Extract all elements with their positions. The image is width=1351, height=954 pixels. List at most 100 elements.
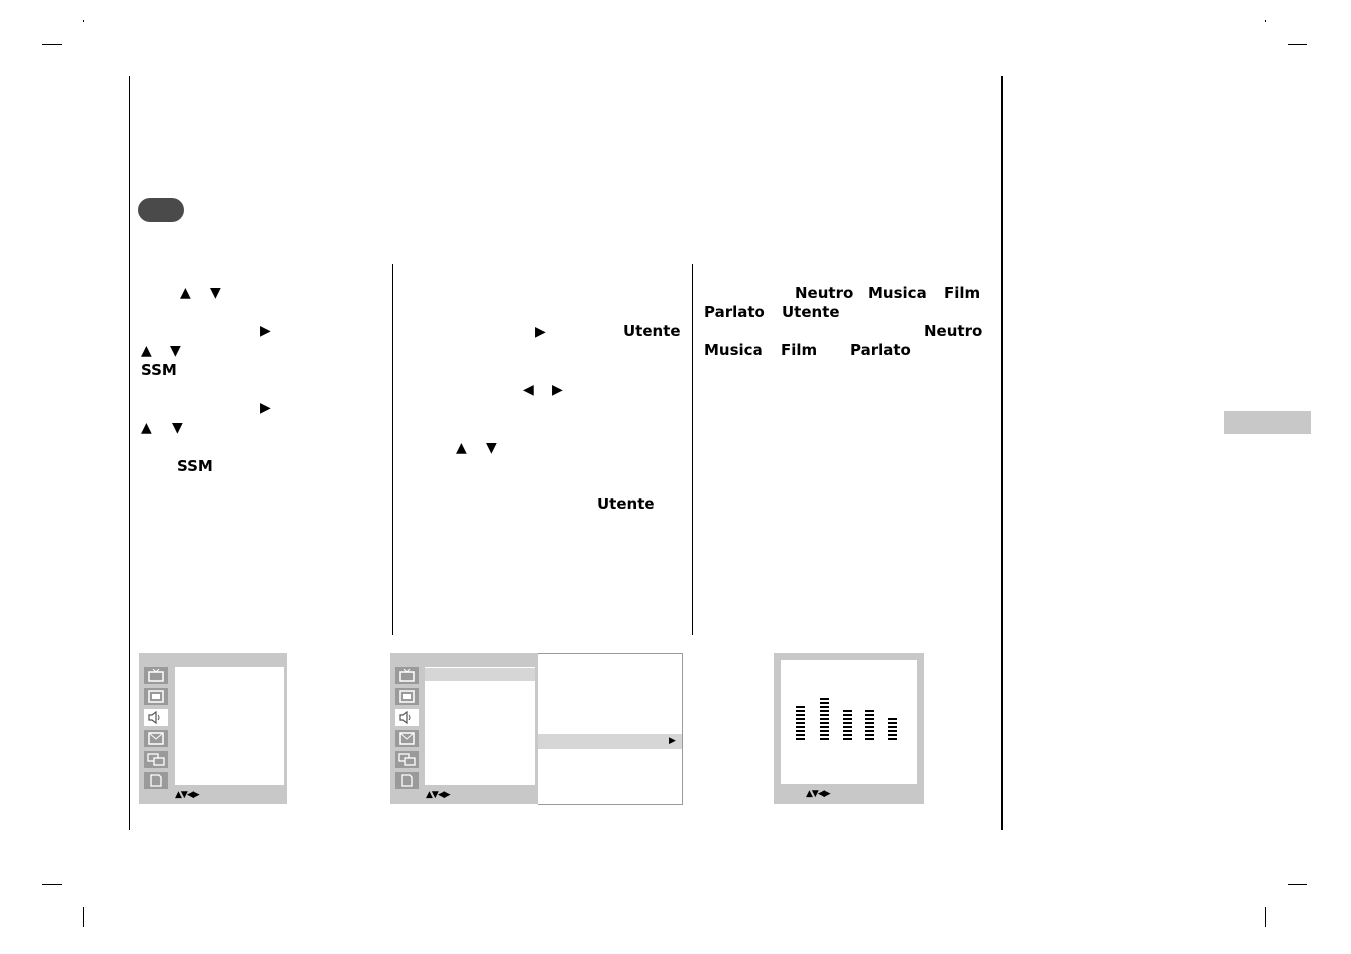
mode-parlato: Parlato	[704, 303, 765, 321]
mode-musica: Musica	[868, 284, 927, 302]
down-arrow-icon: ▼	[172, 420, 183, 436]
nav-hint: ▲▼◀▶	[806, 789, 831, 799]
osd-menu-1: ▲▼◀▶	[139, 653, 287, 804]
right-arrow-icon: ▶	[260, 400, 271, 416]
eq-band	[796, 678, 805, 740]
mode-neutro: Neutro	[924, 322, 983, 340]
picture-icon	[144, 688, 168, 705]
eq-bar	[888, 726, 897, 728]
down-arrow-icon: ▼	[170, 343, 181, 359]
up-arrow-icon: ▲	[141, 420, 152, 436]
mode-musica: Musica	[704, 341, 763, 359]
right-arrow-icon: ▶	[535, 324, 546, 340]
eq-bar	[888, 718, 897, 720]
mode-neutro: Neutro	[795, 284, 854, 302]
eq-bar	[820, 702, 829, 704]
right-arrow-icon: ▶	[552, 382, 563, 398]
mode-film: Film	[944, 284, 981, 302]
eq-bar	[820, 718, 829, 720]
eq-bar	[820, 714, 829, 716]
screen-icon	[144, 751, 168, 768]
osd-menu-panel	[175, 667, 284, 785]
up-arrow-icon: ▲	[456, 440, 467, 456]
eq-bar	[843, 726, 852, 728]
eq-bar	[865, 714, 874, 716]
eq-bar	[796, 718, 805, 720]
crop-dot	[1265, 20, 1266, 22]
down-arrow-icon: ▼	[210, 285, 221, 301]
time-icon	[144, 730, 168, 747]
column-divider	[692, 264, 693, 635]
eq-bar	[796, 722, 805, 724]
option-icon	[395, 772, 419, 789]
crop-mark	[42, 44, 62, 45]
submenu-arrow-icon: ▶	[669, 736, 676, 746]
osd-submenu: ▶	[538, 653, 683, 805]
eq-bar	[820, 710, 829, 712]
eq-bar	[865, 710, 874, 712]
eq-bar	[796, 730, 805, 732]
eq-bar	[796, 710, 805, 712]
eq-bar	[865, 738, 874, 740]
nav-hint: ▲▼◀▶	[175, 790, 200, 800]
eq-band	[888, 678, 897, 740]
left-arrow-icon: ◀	[523, 382, 534, 398]
sound-icon	[144, 709, 168, 726]
crop-mark	[1288, 884, 1307, 885]
eq-bar	[843, 722, 852, 724]
eq-bar	[820, 706, 829, 708]
crop-mark	[42, 884, 62, 885]
crop-mark	[1265, 907, 1266, 927]
utente-label: Utente	[597, 495, 655, 513]
eq-bar	[820, 698, 829, 700]
eq-bar	[865, 730, 874, 732]
picture-icon	[395, 688, 419, 705]
tv-icon	[395, 667, 419, 684]
eq-bar	[796, 706, 805, 708]
eq-bar	[796, 726, 805, 728]
ssm-label: SSM	[141, 361, 177, 379]
eq-bar	[820, 726, 829, 728]
ssm-label: SSM	[177, 457, 213, 475]
mode-film: Film	[781, 341, 818, 359]
sound-icon	[395, 709, 419, 726]
eq-bar	[888, 722, 897, 724]
page-left-rule	[129, 76, 130, 830]
section-badge	[138, 198, 184, 222]
submenu-highlight	[538, 734, 682, 749]
eq-bar	[820, 722, 829, 724]
crop-dot	[83, 20, 84, 22]
eq-bar	[820, 734, 829, 736]
option-icon	[144, 772, 168, 789]
eq-bar	[796, 734, 805, 736]
eq-bar	[820, 730, 829, 732]
osd-menu-panel	[425, 667, 535, 785]
eq-bar	[888, 730, 897, 732]
eq-bar	[865, 726, 874, 728]
equalizer-panel	[781, 660, 917, 784]
menu-highlight	[425, 668, 535, 681]
eq-bar	[888, 738, 897, 740]
language-tab	[1224, 411, 1311, 434]
eq-bar	[843, 730, 852, 732]
eq-bar	[865, 722, 874, 724]
eq-bar	[843, 710, 852, 712]
time-icon	[395, 730, 419, 747]
right-arrow-icon: ▶	[260, 323, 271, 339]
eq-bar	[865, 718, 874, 720]
eq-bar	[796, 714, 805, 716]
up-arrow-icon: ▲	[180, 285, 191, 301]
osd-equalizer: ▲▼◀▶	[774, 653, 924, 804]
utente-label: Utente	[623, 322, 681, 340]
eq-bar	[843, 738, 852, 740]
screen-icon	[395, 751, 419, 768]
eq-bar	[865, 734, 874, 736]
eq-band	[865, 678, 874, 740]
up-arrow-icon: ▲	[141, 343, 152, 359]
osd-menu-2: ▲▼◀▶	[390, 653, 538, 804]
nav-hint: ▲▼◀▶	[426, 790, 451, 800]
down-arrow-icon: ▼	[486, 440, 497, 456]
eq-bar	[843, 734, 852, 736]
eq-band	[843, 678, 852, 740]
eq-bar	[796, 738, 805, 740]
